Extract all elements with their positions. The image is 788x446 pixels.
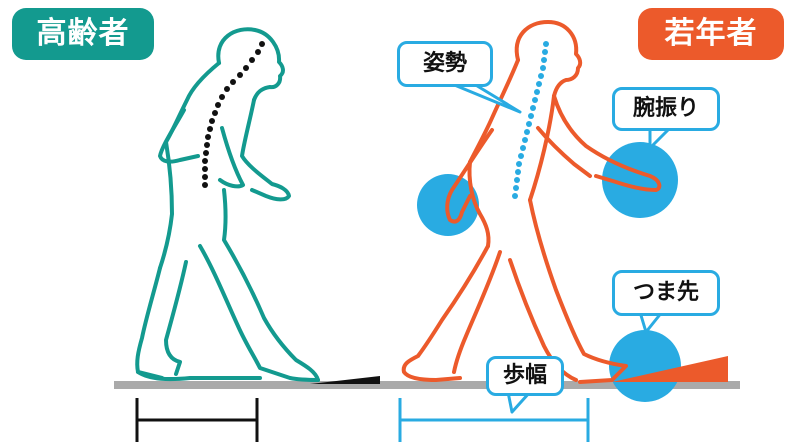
arm-callout-pointer bbox=[650, 128, 670, 148]
stride-callout: 歩幅 bbox=[486, 356, 564, 396]
young-label: 若年者 bbox=[638, 8, 784, 60]
posture-callout: 姿勢 bbox=[397, 41, 493, 87]
elderly-label: 高齢者 bbox=[12, 8, 154, 60]
posture-callout-pointer bbox=[452, 84, 520, 112]
arm-swing-callout: 腕振り bbox=[612, 87, 720, 131]
young-stride-bracket bbox=[400, 398, 588, 442]
toe-callout: つま先 bbox=[612, 270, 720, 316]
elderly-figure bbox=[137, 29, 318, 380]
elderly-stride-bracket bbox=[137, 398, 257, 442]
